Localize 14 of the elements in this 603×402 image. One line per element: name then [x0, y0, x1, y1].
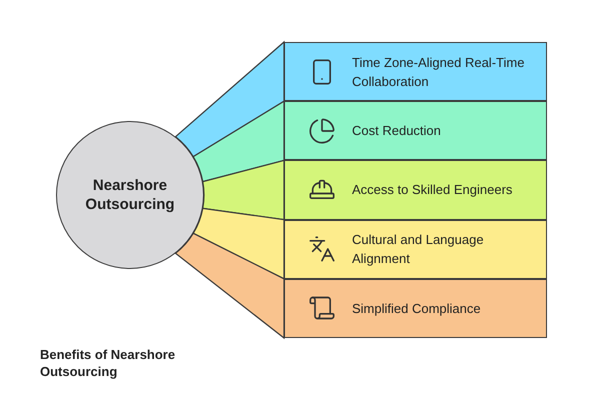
- connector-fan: [174, 41, 285, 158]
- connector-fan: [192, 208, 285, 280]
- benefit-label: Simplified Compliance: [352, 300, 482, 318]
- benefit-label: Access to Skilled Engineers: [352, 181, 514, 200]
- diagram-title: Benefits of Nearshore Outsourcing: [40, 346, 176, 380]
- benefit-label: Cultural and Language Alignment: [352, 231, 485, 268]
- benefit-label: Time Zone-Aligned Real-Time Collaboration: [352, 54, 526, 91]
- benefit-label: Cost Reduction: [352, 122, 442, 140]
- connector-fan: [202, 160, 285, 220]
- connector-fan: [192, 100, 285, 182]
- hub-label: Nearshore Outsourcing: [84, 176, 176, 214]
- benefit-bar: [284, 278, 547, 338]
- connector-fan: [174, 232, 285, 339]
- benefit-bar: [284, 42, 547, 102]
